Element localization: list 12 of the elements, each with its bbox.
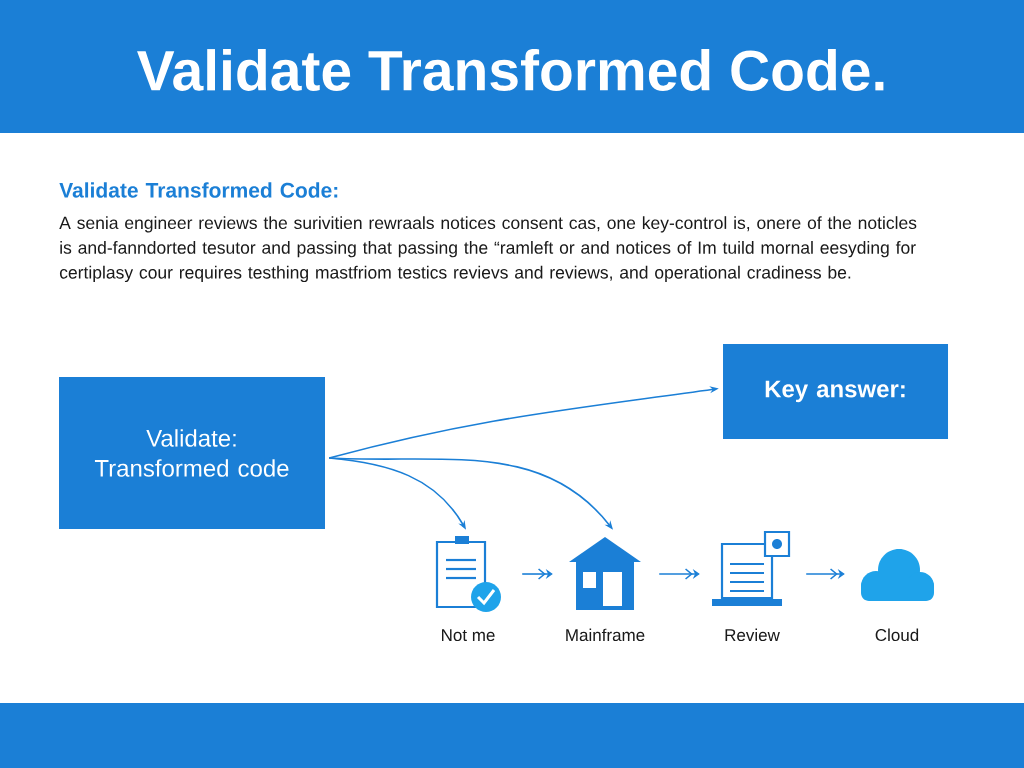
paragraph: A senia engineer reviews the surivitien rewraals notices consent cas, one key-control is, onere of the noticles is and-fanndorted tesutor and passing that passing the “ramleft or and notices of Im tuild mornal eesyding for certiplasy cour requires testhing mastfriom testics revievs and reviews, and operational cradiness be. <box>59 216 917 283</box>
icon-caption: Not me <box>442 629 495 642</box>
arrow <box>805 568 845 580</box>
arrow <box>658 568 700 580</box>
icon-caption: Cloud <box>875 628 919 642</box>
icon-caption: Review <box>725 628 780 642</box>
icon-caption: Mainframe <box>566 628 645 642</box>
arrow <box>521 568 553 580</box>
process-box: Validate: Transformed code <box>59 377 325 529</box>
title: Validate Transformed Code. <box>137 49 884 91</box>
process-box: Key answer: <box>723 344 948 439</box>
subheading: Validate Transformed Code: <box>59 182 338 198</box>
